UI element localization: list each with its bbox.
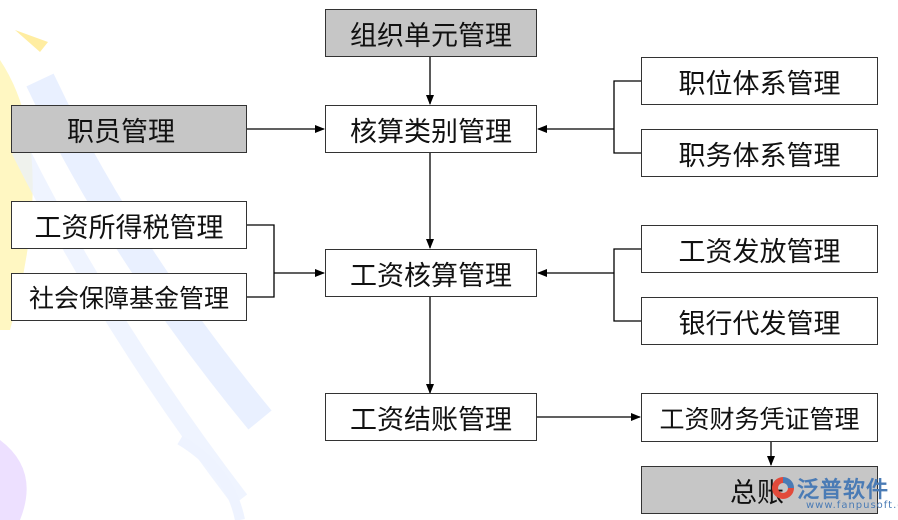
node-social-security: 社会保障基金管理	[11, 273, 247, 321]
node-accounting-category: 核算类别管理	[325, 105, 537, 153]
node-position-system: 职位体系管理	[641, 57, 878, 105]
watermark-brand: 泛普软件	[797, 478, 890, 503]
node-salary-accounting: 工资核算管理	[325, 249, 537, 297]
node-income-tax: 工资所得税管理	[11, 201, 247, 249]
node-finance-voucher: 工资财务凭证管理	[641, 393, 878, 442]
node-employee: 职员管理	[11, 105, 247, 153]
watermark: 泛普软件 www.fanpusoft.com	[770, 472, 898, 516]
node-salary-payment: 工资发放管理	[641, 225, 878, 273]
node-org-unit: 组织单元管理	[325, 9, 537, 57]
fanpu-logo-icon	[772, 477, 794, 499]
node-duty-system: 职务体系管理	[641, 129, 878, 177]
node-bank-payment: 银行代发管理	[641, 297, 878, 345]
watermark-url: www.fanpusoft.com	[806, 500, 898, 511]
node-salary-settlement: 工资结账管理	[325, 393, 537, 441]
